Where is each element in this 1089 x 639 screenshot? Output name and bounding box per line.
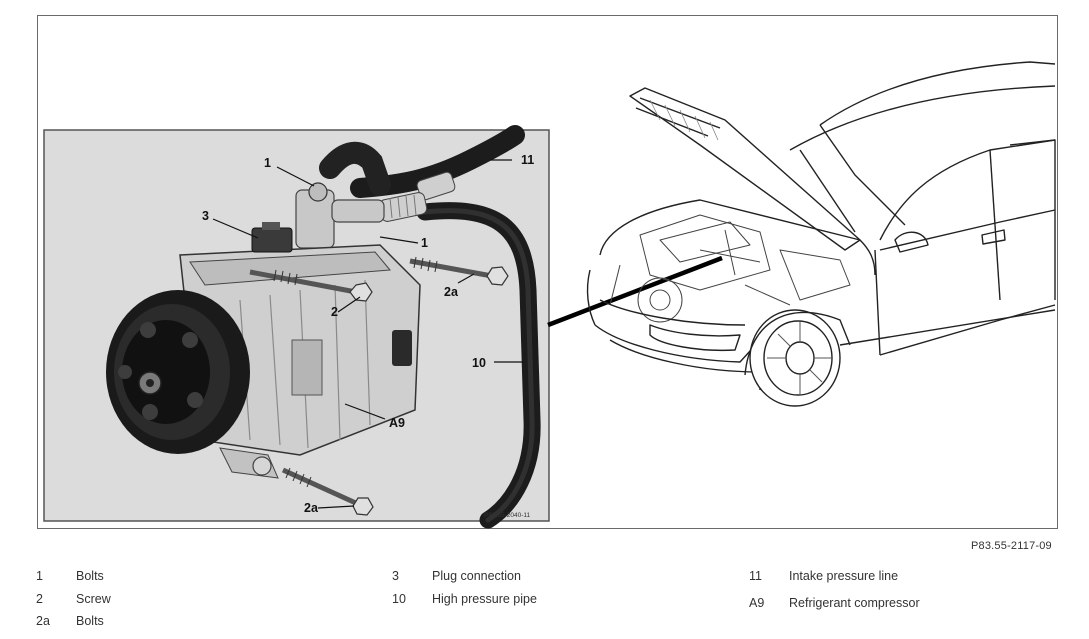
callout-11: 11: [521, 153, 534, 167]
legend-key: 11: [749, 569, 762, 583]
callout-3: 3: [202, 209, 209, 223]
legend-label: Screw: [76, 592, 111, 606]
figure-code: P83.55-2117-09: [971, 540, 1052, 552]
legend-key: 1: [36, 569, 43, 583]
legend-label: Plug connection: [432, 569, 521, 583]
car-drawing: [586, 61, 1056, 407]
legend-label: Intake pressure line: [789, 569, 899, 583]
legend-label: Bolts: [76, 614, 104, 628]
legend-key: 2: [36, 592, 43, 606]
callout-a9: A9: [389, 416, 405, 430]
callout-10: 10: [472, 356, 486, 370]
callout-1-top: 1: [264, 156, 271, 170]
callout-2: 2: [331, 305, 338, 319]
legend-key: 2a: [36, 614, 50, 628]
legend-key: 10: [392, 592, 406, 606]
legend-key: 3: [392, 569, 399, 583]
compressor-inset: 1 11 3 1 2a 2 10 A9 2a P83.55-2040-11: [43, 125, 550, 529]
legend-key: A9: [749, 596, 765, 610]
legend-label: Bolts: [76, 569, 104, 583]
legend-label: Refrigerant compressor: [789, 596, 920, 610]
inset-code: P83.55-2040-11: [484, 512, 531, 519]
callout-2a-bottom: 2a: [304, 501, 319, 515]
callout-1-mid: 1: [421, 236, 428, 250]
callout-2a-top: 2a: [444, 285, 459, 299]
pointer-line: [547, 255, 723, 328]
legend-label: High pressure pipe: [432, 592, 537, 606]
